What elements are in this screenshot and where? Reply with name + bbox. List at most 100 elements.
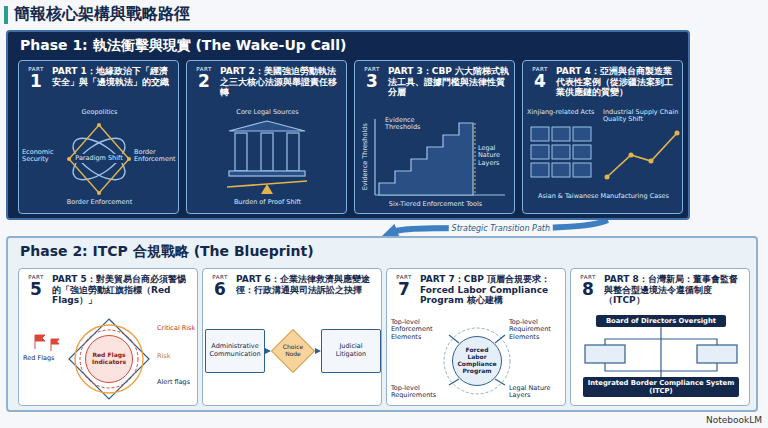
illustration-label: Top-level Enforcement Elements: [391, 319, 445, 341]
illustration-label: Asian & Taiwanese Manufacturing Cases: [523, 193, 684, 200]
illustration-path: [51, 339, 59, 351]
illustration-path: [35, 335, 45, 349]
part-card: PART5PART 5：對美貿易台商必須警惕的「強迫勞動紅旗指標（Red Fla…: [18, 268, 198, 406]
decision-diamond: Choice Node: [271, 329, 315, 373]
part-badge: PART8: [575, 274, 601, 298]
part-number: 2: [191, 73, 217, 90]
part-number: 6: [207, 281, 233, 298]
illustration-polygon: [229, 121, 305, 131]
part-number: 8: [575, 281, 601, 298]
circle-node: Red Flags Indicators: [85, 335, 133, 383]
illustration-circle: [80, 330, 138, 388]
part-card: PART3PART 3：CBP 六大階梯式執法工具、證據門檻與法律性質分層 Evi…: [354, 60, 515, 214]
circle-node: Forced Labor Compliance Program: [452, 336, 502, 386]
illustration-label: Xinjiang-related Acts: [527, 109, 599, 116]
illustration-rect: [573, 163, 591, 177]
illustration-ellipse: [66, 130, 131, 187]
part-title: PART 6：企業法律救濟與應變途徑：行政溝通與司法訴訟之抉擇: [236, 274, 377, 295]
part-badge: PART7: [391, 274, 417, 298]
illustration-line: [449, 379, 459, 385]
phase-panel: Phase 1: 執法衝擊與現實 (The Wake-Up Call) PART…: [6, 30, 690, 220]
illustration-circle: [75, 325, 143, 393]
part-tag: PART: [575, 274, 601, 281]
part-card: PART7PART 7：CBP 頂層合規要求：Forced Labor Comp…: [386, 268, 566, 406]
part-tag: PART: [359, 66, 385, 73]
part-title: PART 4：亞洲與台商製造業代表性案例（從涉疆法案到工業供應鏈的質變）: [556, 66, 678, 98]
illustration-label: Paradigm Shift: [75, 154, 123, 163]
part-badge: PART5: [23, 274, 49, 298]
illustration-polygon: [261, 184, 273, 194]
illustration-circle: [649, 159, 654, 164]
part-card: PART6PART 6：企業法律救濟與應變途徑：行政溝通與司法訴訟之抉擇 Admi…: [202, 268, 382, 406]
illustration-rect: [531, 163, 549, 177]
diamond-shape: [272, 330, 315, 373]
connector: [265, 350, 266, 351]
illustration-label: Evidence Thresholds: [385, 117, 437, 132]
part-tag: PART: [23, 274, 49, 281]
illustration-line: [495, 379, 505, 385]
illustration-rect: [531, 145, 549, 159]
phase-panel: Phase 2: ITCP 合規戰略 (The Blueprint) PART5…: [6, 236, 758, 412]
part-tag: PART: [391, 274, 417, 281]
illustration-label: Border Enforcement: [134, 149, 178, 164]
illustration-polyline: [607, 133, 677, 177]
page-title: 簡報核心架構與戰略路徑: [14, 4, 190, 25]
illustration-label: Top-level Requirements: [391, 385, 445, 400]
part-title: PART 8：台灣新局：董事會監督與整合型邊境法令遵循制度（ITCP）: [604, 274, 745, 306]
part-tag: PART: [527, 66, 553, 73]
part-badge: PART1: [23, 66, 49, 90]
part-title: PART 5：對美貿易台商必須警惕的「強迫勞動紅旗指標（Red Flags）」: [52, 274, 193, 306]
connector: [660, 327, 661, 377]
illustration-label: Industrial Supply Chain Quality Shift: [603, 109, 681, 124]
part-card: PART2PART 2：美國強迫勞動執法之三大核心法源與舉證責任移轉Core L…: [186, 60, 347, 214]
part-badge: PART6: [207, 274, 233, 298]
circle-label: Forced Labor Compliance Program: [457, 347, 497, 375]
box-label: Administrative Communication: [208, 343, 262, 359]
illustration-circle: [675, 131, 680, 136]
illustration-circle: [97, 191, 101, 195]
part-tag: PART: [207, 274, 233, 281]
part-number: 5: [23, 281, 49, 298]
illustration-label: Border Enforcement: [19, 199, 180, 206]
illustration-label: Geopolitics: [19, 109, 180, 116]
illustration-ellipse: [66, 130, 131, 187]
part-badge: PART4: [527, 66, 553, 90]
illustration-rect: [4, 6, 8, 24]
part-number: 3: [359, 73, 385, 90]
illustration-rect: [573, 127, 591, 141]
illustration-polyline: [605, 363, 717, 371]
illustration-label: Alert flags: [157, 379, 197, 386]
decision-label: Choice Node: [280, 344, 306, 358]
illustration-path: [379, 123, 473, 195]
illustration-circle: [67, 157, 71, 161]
illustration-label: Risk: [157, 353, 197, 360]
illustration-polygon: [69, 319, 149, 399]
illustration-rect: [261, 133, 273, 171]
illustration-label: Legal Nature Layers: [478, 145, 514, 167]
part-title: PART 1：地緣政治下「經濟安全」與「邊境執法」的交織: [52, 66, 174, 87]
illustration-rect: [552, 145, 570, 159]
connector: [393, 220, 608, 232]
illustration-rect: [229, 171, 305, 176]
illustration-g: [449, 335, 505, 385]
illustration-g: [585, 339, 737, 371]
phase-heading: Phase 1: 執法衝擊與現實 (The Wake-Up Call): [20, 37, 676, 55]
illustration-label: Red Flags: [23, 355, 67, 362]
connector-label: Strategic Transition Path: [449, 223, 553, 232]
illustration-label: Economic Security: [22, 149, 66, 164]
process-box: Administrative Communication: [205, 329, 265, 373]
part-card: PART4PART 4：亞洲與台商製造業代表性案例（從涉疆法案到工業供應鏈的質變…: [522, 60, 683, 214]
illustration-label: Evidence Thresholds: [362, 122, 369, 192]
part-title: PART 3：CBP 六大階梯式執法工具、證據門檻與法律性質分層: [388, 66, 510, 98]
illustration-circle: [444, 328, 510, 394]
illustration-circle: [127, 157, 131, 161]
process-box: Judicial Litigation: [321, 329, 381, 373]
illustration-rect: [552, 127, 570, 141]
part-number: 1: [23, 73, 49, 90]
illustration-rect: [573, 145, 591, 159]
illustration-label: Critical Risk: [157, 325, 197, 332]
illustration-label: Top-level Requirement Elements: [509, 319, 563, 341]
part-number: 7: [391, 281, 417, 298]
illustration-g: [531, 127, 591, 177]
